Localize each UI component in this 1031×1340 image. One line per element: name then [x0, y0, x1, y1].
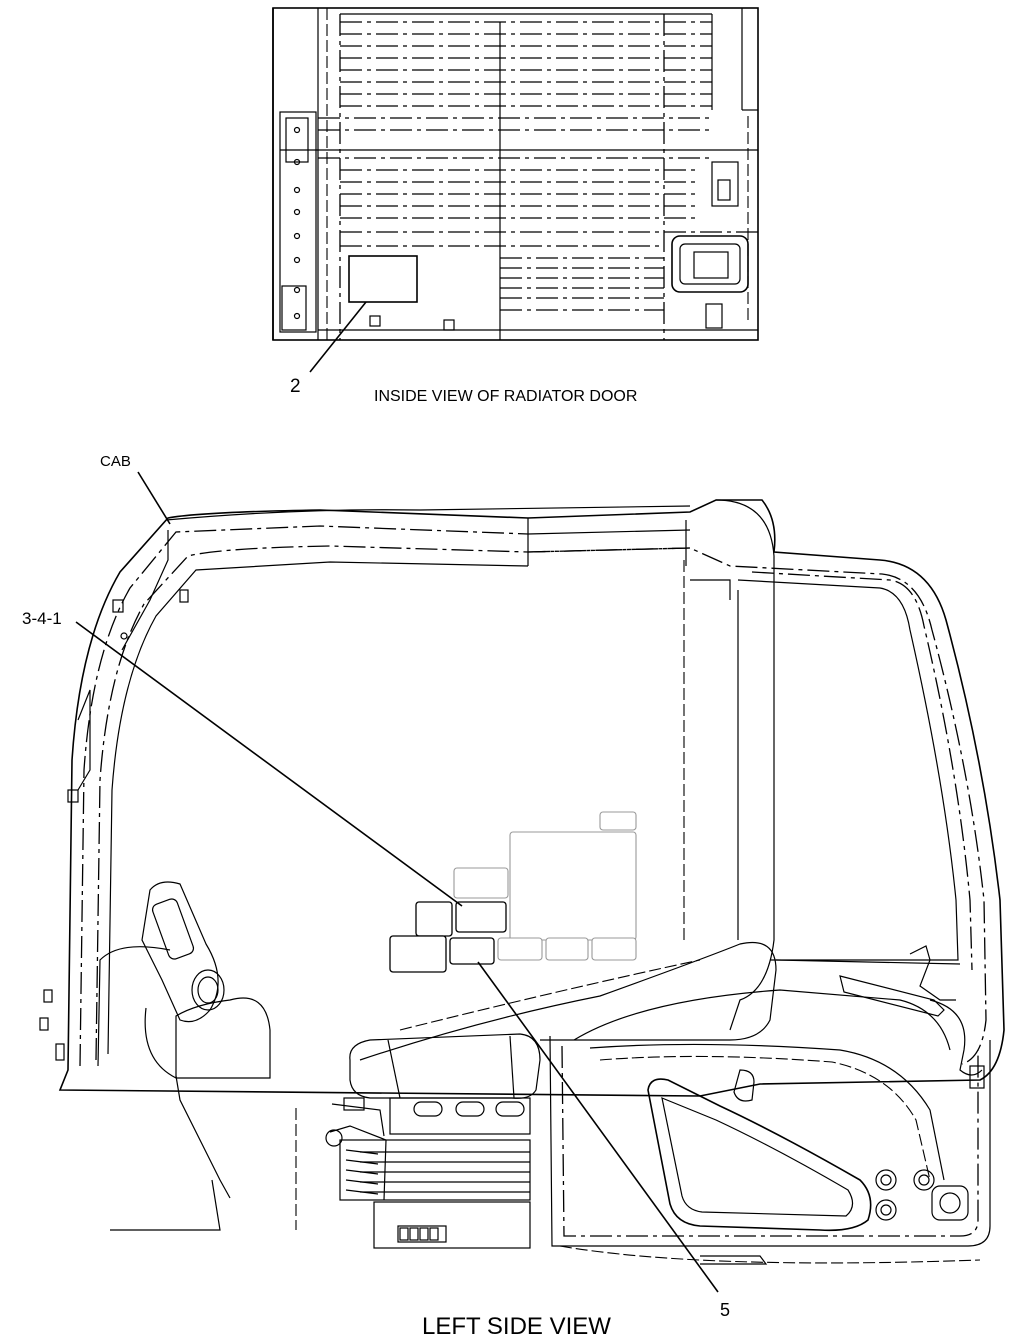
callout-2-label: 2: [290, 376, 301, 397]
cab-label: CAB: [100, 453, 131, 470]
cab-left-side-drawing: [39, 499, 1005, 1265]
cab-leader: [137, 471, 171, 525]
callout-5-leader: [477, 961, 719, 1293]
radiator-door-caption: INSIDE VIEW OF RADIATOR DOOR: [374, 388, 637, 405]
callout-3-4-1-label: 3-4-1: [22, 609, 62, 628]
callout-3-4-1-leader: [75, 621, 463, 907]
callout-2-leader: [309, 301, 367, 373]
decal-cluster: [389, 811, 637, 973]
radiator-door-drawing: [272, 7, 759, 341]
left-side-view-caption: LEFT SIDE VIEW: [422, 1313, 611, 1340]
callout-5-label: 5: [720, 1300, 730, 1320]
